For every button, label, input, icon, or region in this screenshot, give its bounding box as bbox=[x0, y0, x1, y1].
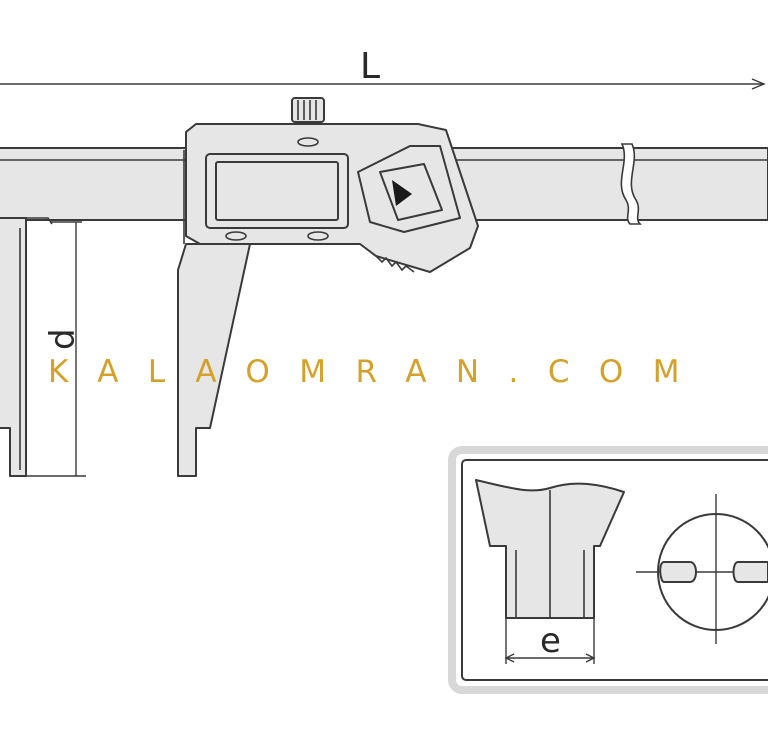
length-label: L bbox=[360, 46, 380, 87]
lcd-display bbox=[205, 153, 349, 241]
watermark: KALAOMRAN.COM bbox=[48, 354, 709, 390]
depth-dimension bbox=[20, 221, 86, 477]
play-icon bbox=[392, 180, 412, 206]
jaw-tip-detail bbox=[475, 479, 625, 619]
width-label: e bbox=[540, 621, 561, 661]
cross-section-detail bbox=[636, 494, 768, 644]
play-button bbox=[357, 145, 461, 233]
width-dimension bbox=[504, 618, 596, 664]
length-dimension bbox=[0, 78, 766, 90]
depth-label: d bbox=[43, 328, 83, 350]
